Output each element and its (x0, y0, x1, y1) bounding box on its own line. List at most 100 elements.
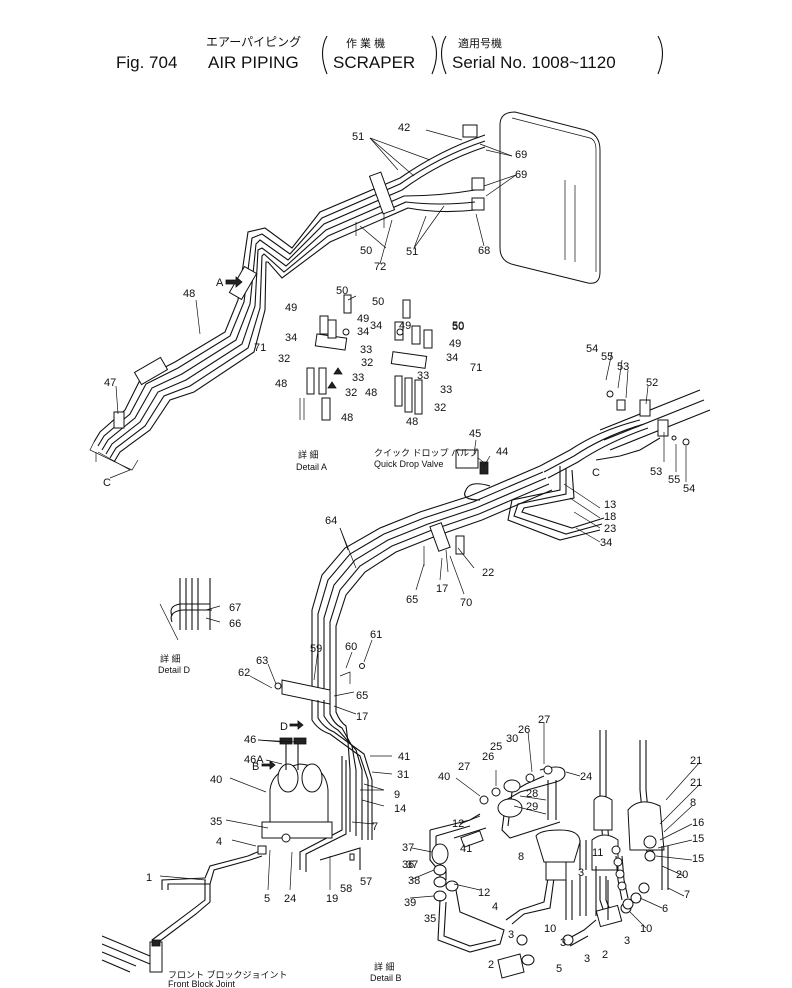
part-callout-26: 26 (518, 724, 530, 736)
part-callout-20: 20 (676, 869, 688, 881)
part-callout-17: 17 (356, 711, 368, 723)
part-callout-8: 8 (518, 851, 524, 863)
title-jp: エアーパイピング (206, 35, 301, 49)
front-block-joint-label: Front Block Joint (168, 979, 236, 988)
part-callout-40: 40 (210, 774, 222, 786)
upper-pipe-bundle (89, 134, 486, 479)
part-callout-70: 70 (460, 597, 472, 609)
part-callout-21: 21 (690, 755, 702, 767)
part-callout-2: 2 (488, 959, 494, 971)
part-callout-32: 32 (278, 353, 290, 365)
part-callout-34: 34 (370, 320, 382, 332)
part-callout-50: 50 (336, 285, 348, 297)
view-letter-c-left: C (103, 477, 111, 489)
part-callout-21: 21 (690, 777, 702, 789)
detail-d-jp: 詳 細 (160, 653, 181, 664)
part-callout-24: 24 (580, 771, 592, 783)
part-callout-65: 65 (406, 594, 418, 606)
part-callout-29: 29 (526, 801, 538, 813)
detail-b-jp: 詳 細 (374, 961, 395, 972)
quick-drop-valve (455, 449, 479, 469)
part-callout-68: 68 (478, 245, 490, 257)
part-callout-55: 55 (668, 474, 680, 486)
part-callout-53: 53 (617, 361, 629, 373)
part-callout-10: 10 (640, 923, 652, 935)
part-callout-34: 34 (285, 332, 297, 344)
air-tank (462, 111, 601, 284)
part-callout-60: 60 (345, 641, 357, 653)
part-callout-33: 33 (352, 372, 364, 384)
part-callout-50: 50 (360, 245, 372, 257)
part-callout-37: 37 (406, 859, 418, 871)
part-callout-25: 25 (490, 741, 502, 753)
part-callout-12: 12 (452, 818, 464, 830)
part-callout-35: 35 (210, 816, 222, 828)
part-callout-48: 48 (183, 288, 195, 300)
part-callout-71: 71 (470, 362, 482, 374)
part-callout-40: 40 (438, 771, 450, 783)
part-callout-18: 18 (604, 511, 616, 523)
part-callout-44: 44 (496, 446, 508, 458)
part-callout-38: 38 (408, 875, 420, 887)
part-callout-23: 23 (604, 523, 616, 535)
lower-assembly (101, 663, 373, 973)
part-callout-54: 54 (586, 343, 598, 355)
part-callout-49: 49 (399, 320, 411, 332)
part-callout-4: 4 (492, 901, 498, 913)
part-callout-3: 3 (624, 935, 630, 947)
part-callout-22: 22 (482, 567, 494, 579)
part-callout-13: 13 (604, 499, 616, 511)
serial-range: Serial No. 1008~1120 (452, 53, 616, 72)
part-callout-9: 9 (394, 789, 400, 801)
part-callout-33: 33 (417, 370, 429, 382)
part-callout-48: 48 (275, 378, 287, 390)
part-callout-15: 15 (692, 833, 704, 845)
part-callout-24: 24 (284, 893, 296, 905)
detail-labels: 詳 細 Detail A クイック ドロップ バルブ Quick Drop Va… (158, 447, 478, 988)
part-callout-34: 34 (446, 352, 458, 364)
part-callout-67: 67 (229, 602, 241, 614)
part-callout-41: 41 (398, 751, 410, 763)
front-block-joint-jp: フロント ブロックジョイント (168, 969, 288, 980)
part-callout-5: 5 (556, 963, 562, 975)
part-callout-46A: 46A (244, 754, 264, 766)
part-callout-4: 4 (216, 836, 222, 848)
part-callout-50: 50 (452, 320, 464, 332)
part-callout-50: 50 (452, 321, 464, 333)
part-callout-51: 51 (406, 246, 418, 258)
part-callout-33: 33 (440, 384, 452, 396)
part-callout-69: 69 (515, 149, 527, 161)
figure-title: AIR PIPING (208, 53, 299, 72)
part-callout-8: 8 (690, 797, 696, 809)
part-callout-55: 55 (601, 351, 613, 363)
part-callout-46: 46 (244, 734, 256, 746)
part-callout-10: 10 (544, 923, 556, 935)
part-callout-14: 14 (394, 803, 406, 815)
figure-number: Fig. 704 (116, 53, 177, 72)
part-callout-65: 65 (356, 690, 368, 702)
part-callout-47: 47 (104, 377, 116, 389)
part-callout-1: 1 (146, 872, 152, 884)
part-callout-63: 63 (256, 655, 268, 667)
part-callout-2: 2 (602, 949, 608, 961)
title-block: エアーパイピング Fig. 704 AIR PIPING 作 業 機 SCRAP… (116, 35, 664, 75)
part-callout-15: 15 (692, 853, 704, 865)
mid-pipe-bundle (311, 419, 661, 700)
part-callout-6: 6 (662, 903, 668, 915)
part-callout-61: 61 (370, 629, 382, 641)
part-callout-16: 16 (692, 817, 704, 829)
part-callout-30: 30 (506, 733, 518, 745)
part-callout-28: 28 (526, 788, 538, 800)
part-callout-71: 71 (254, 342, 266, 354)
part-callout-12: 12 (478, 887, 490, 899)
part-callout-58: 58 (340, 883, 352, 895)
detail-b-label: Detail B (370, 973, 402, 983)
part-callout-17: 17 (436, 583, 448, 595)
detail-d-label: Detail D (158, 665, 191, 675)
part-callout-64: 64 (325, 515, 337, 527)
part-callout-48: 48 (406, 416, 418, 428)
part-callout-34: 34 (357, 326, 369, 338)
part-callout-72: 72 (374, 261, 386, 273)
serial-jp: 適用号機 (458, 36, 502, 50)
